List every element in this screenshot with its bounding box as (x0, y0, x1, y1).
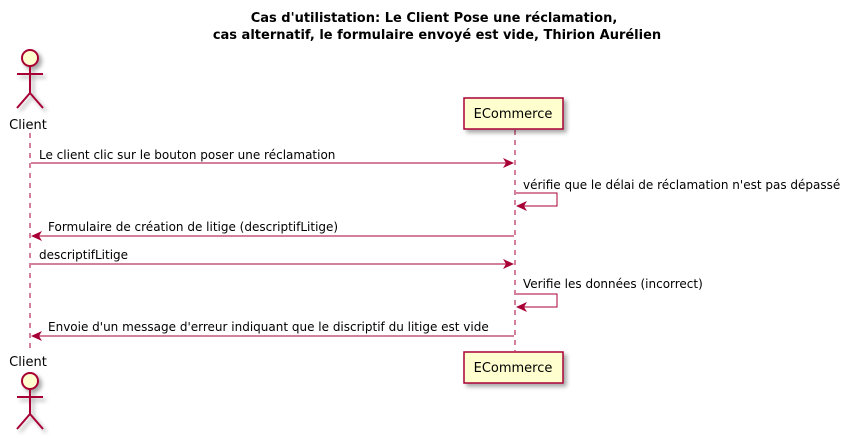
message-6-label: Envoie d'un message d'erreur indiquant q… (48, 320, 489, 334)
ecommerce-box-top (463, 97, 564, 130)
diagram-title-line-1: Cas d'utilistation: Le Client Pose une r… (251, 11, 618, 26)
message-3-arrowhead (31, 231, 42, 241)
message-2-arrowhead (516, 201, 527, 211)
ecommerce-box-bottom-label: ECommerce (474, 361, 553, 376)
ecommerce-box-top-label: ECommerce (474, 107, 553, 122)
message-5-arrowhead (516, 302, 527, 312)
message-4-arrowhead (503, 259, 514, 269)
client-actor-bottom-label: Client (9, 355, 47, 370)
message-2-arrow (516, 192, 558, 207)
message-6-arrowhead (31, 331, 42, 341)
client-actor-bottom (16, 372, 44, 430)
message-2-label: vérifie que le délai de réclamation n'es… (523, 178, 840, 192)
message-5-label: Verifie les données (incorrect) (523, 277, 703, 291)
client-actor-top-label: Client (9, 118, 47, 133)
message-1-label: Le client clic sur le bouton poser une r… (39, 148, 335, 162)
diagram-title-line-2: cas alternatif, le formulaire envoyé est… (213, 28, 661, 43)
ecommerce-box-bottom (463, 351, 564, 384)
message-5-arrow (516, 293, 558, 308)
client-actor-top (16, 49, 44, 109)
message-1-arrowhead (503, 158, 514, 168)
message-3-label: Formulaire de création de litige (descri… (48, 220, 338, 234)
message-4-label: descriptifLitige (39, 248, 128, 262)
